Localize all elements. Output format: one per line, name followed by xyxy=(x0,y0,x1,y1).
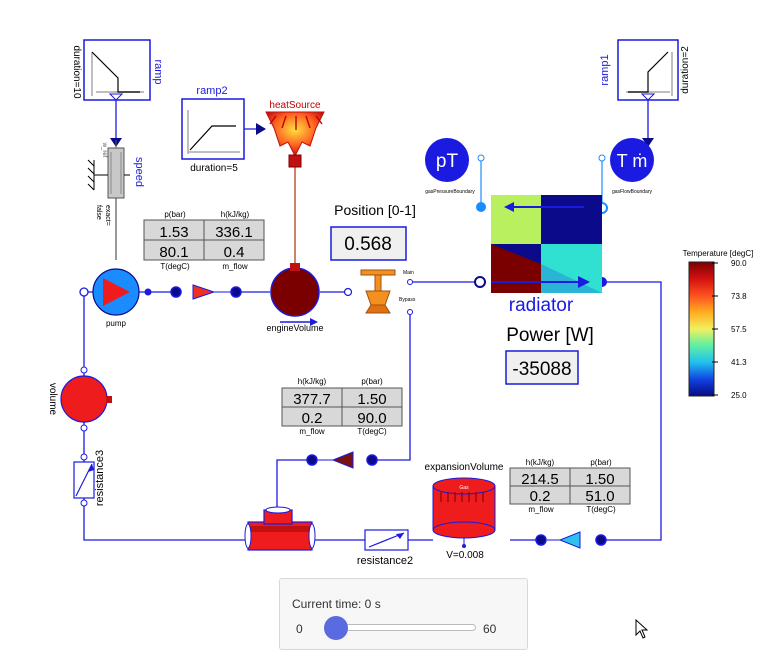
svg-text:377.7: 377.7 xyxy=(293,391,331,408)
ramp-name: ramp xyxy=(152,59,164,84)
engine-volume[interactable]: engineVolume xyxy=(266,263,324,333)
speed-wref: w_ref xyxy=(101,142,107,158)
ramp1-output-arrow xyxy=(642,138,654,147)
flow-sensor-top xyxy=(192,284,234,300)
svg-text:41.3: 41.3 xyxy=(731,358,747,367)
current-time-label: Current time: 0 s xyxy=(292,597,381,611)
svg-text:Bypass: Bypass xyxy=(399,297,416,303)
svg-text:p(bar): p(bar) xyxy=(164,210,186,219)
ramp1-param: duration=2 xyxy=(680,46,691,94)
svg-text:25.0: 25.0 xyxy=(731,391,747,400)
ramp-param: duration=10 xyxy=(71,45,82,99)
svg-text:0.4: 0.4 xyxy=(224,244,245,261)
ramp-block[interactable]: ramp duration=10 xyxy=(71,39,164,101)
svg-text:1.50: 1.50 xyxy=(357,391,386,408)
slider-max-label: 60 xyxy=(483,622,497,636)
heat-source[interactable]: heatSource xyxy=(265,100,325,168)
svg-text:m_flow: m_flow xyxy=(299,427,325,436)
pipes xyxy=(83,281,662,541)
flow-sensor-return xyxy=(535,531,607,549)
svg-text:resistance3: resistance3 xyxy=(94,450,106,506)
pump[interactable]: pump xyxy=(92,268,140,328)
ramp1-name: ramp1 xyxy=(599,54,611,85)
svg-text:T(degC): T(degC) xyxy=(160,262,190,271)
svg-text:gasFlowBoundary: gasFlowBoundary xyxy=(612,189,653,195)
svg-text:214.5: 214.5 xyxy=(521,471,559,488)
svg-text:90.0: 90.0 xyxy=(731,259,747,268)
slider-min-label: 0 xyxy=(296,622,303,636)
svg-text:Gas: Gas xyxy=(459,485,469,491)
heat-source-name: heatSource xyxy=(269,100,321,111)
svg-text:V=0.008: V=0.008 xyxy=(446,550,484,561)
svg-text:1.53: 1.53 xyxy=(159,224,188,241)
sensor-bypass: h(kJ/kg) p(bar) 377.7 1.50 0.2 90.0 m_fl… xyxy=(281,377,403,436)
sensor-top: p(bar) h(kJ/kg) 1.53 336.1 80.1 0.4 T(de… xyxy=(143,210,265,271)
position-display xyxy=(330,226,407,261)
time-slider-panel: Current time: 0 s 0 60 xyxy=(279,578,528,650)
ramp1-block[interactable]: ramp1 duration=2 xyxy=(599,39,691,101)
ramp2-output-arrow xyxy=(256,123,266,135)
svg-text:80.1: 80.1 xyxy=(159,244,188,261)
svg-text:51.0: 51.0 xyxy=(585,488,614,505)
ramp2-name: ramp2 xyxy=(196,85,227,97)
svg-text:h(kJ/kg): h(kJ/kg) xyxy=(526,458,555,467)
ramp2-block[interactable]: ramp2 duration=5 xyxy=(181,85,245,174)
expansion-volume[interactable]: expansionVolume Gas V=0.008 xyxy=(425,462,504,561)
svg-text:gasPressureBoundary: gasPressureBoundary xyxy=(425,189,475,195)
svg-text:h(kJ/kg): h(kJ/kg) xyxy=(221,210,250,219)
svg-text:336.1: 336.1 xyxy=(215,224,253,241)
svg-text:T ṁ: T ṁ xyxy=(617,151,648,171)
power-value: -35088 xyxy=(512,359,571,380)
svg-text:p(bar): p(bar) xyxy=(590,458,612,467)
time-slider-thumb[interactable] xyxy=(324,616,348,640)
junction[interactable] xyxy=(244,506,316,551)
sensor-return: h(kJ/kg) p(bar) 214.5 1.50 0.2 51.0 m_fl… xyxy=(509,458,631,514)
pump-icon xyxy=(103,278,130,306)
valve-icon xyxy=(360,269,396,314)
svg-text:57.5: 57.5 xyxy=(731,325,747,334)
flame-icon xyxy=(265,111,325,158)
svg-text:1.50: 1.50 xyxy=(585,471,614,488)
speed-exact: exact= xyxy=(104,205,111,226)
temperature-legend: Temperature [degC] 90.0 73.8 57.5 41.3 2… xyxy=(683,249,754,400)
flow-sensor-bypass xyxy=(306,451,378,469)
svg-text:90.0: 90.0 xyxy=(357,410,386,427)
svg-text:resistance2: resistance2 xyxy=(357,555,413,567)
position-value: 0.568 xyxy=(344,234,392,255)
resistance3[interactable]: resistance3 xyxy=(73,450,106,507)
svg-text:T(degC): T(degC) xyxy=(357,427,387,436)
svg-text:h(kJ/kg): h(kJ/kg) xyxy=(298,377,327,386)
ramp2-param: duration=5 xyxy=(190,163,238,174)
legend-title: Temperature [degC] xyxy=(683,249,754,258)
power-display: Power [W] -35088 xyxy=(505,325,594,385)
svg-text:engineVolume: engineVolume xyxy=(266,323,323,333)
svg-text:0.2: 0.2 xyxy=(302,410,323,427)
svg-text:radiator: radiator xyxy=(509,295,574,316)
svg-text:pump: pump xyxy=(106,319,127,328)
gas-flow-boundary[interactable]: T ṁ gasFlowBoundary xyxy=(596,138,654,214)
svg-text:0.2: 0.2 xyxy=(530,488,551,505)
svg-text:p(bar): p(bar) xyxy=(361,377,383,386)
svg-text:m_flow: m_flow xyxy=(222,262,248,271)
speed-exact-false: false xyxy=(95,205,102,220)
svg-text:m_flow: m_flow xyxy=(528,505,554,514)
volume[interactable]: volume xyxy=(47,366,112,432)
svg-text:expansionVolume: expansionVolume xyxy=(425,462,504,473)
resistance2[interactable]: resistance2 xyxy=(357,529,413,567)
svg-text:volume: volume xyxy=(47,383,58,416)
svg-text:73.8: 73.8 xyxy=(731,292,747,301)
position-label: Position [0-1] xyxy=(334,202,416,218)
svg-text:Main: Main xyxy=(403,270,414,276)
svg-text:pT: pT xyxy=(436,151,459,172)
radiator[interactable]: radiator xyxy=(491,195,602,316)
speed-name: speed xyxy=(133,157,145,187)
svg-text:T(degC): T(degC) xyxy=(586,505,616,514)
speed-block[interactable]: speed w_ref exact= false xyxy=(87,140,145,260)
power-label: Power [W] xyxy=(506,325,594,346)
mouse-cursor-icon xyxy=(635,619,649,639)
gas-pressure-boundary[interactable]: pT gasPressureBoundary xyxy=(425,138,486,212)
valve[interactable]: Position [0-1] 0.568 Main Bypass xyxy=(330,202,416,314)
